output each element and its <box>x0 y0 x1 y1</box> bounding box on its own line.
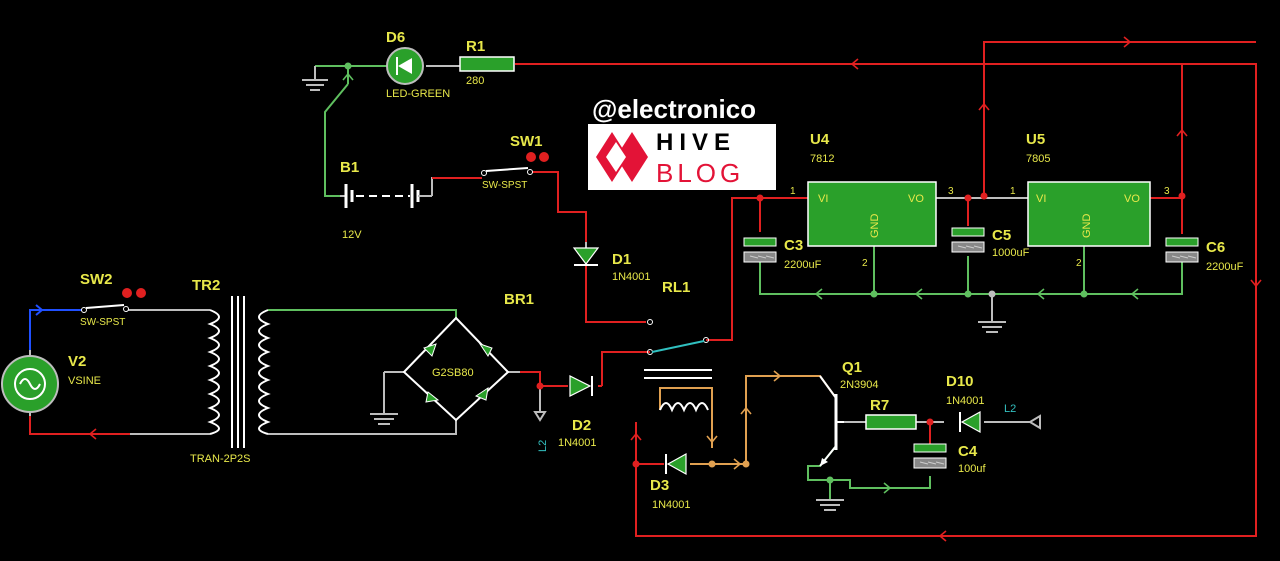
u5-pin1: 1 <box>1010 186 1016 197</box>
sw2-up-icon <box>136 288 146 298</box>
capacitor-c6[interactable] <box>1165 237 1199 263</box>
b1-ref: B1 <box>340 159 359 176</box>
tr2-ref: TR2 <box>192 277 220 294</box>
switch-sw2[interactable] <box>81 288 147 313</box>
transformer-tr2[interactable] <box>207 296 271 448</box>
capacitor-c4[interactable] <box>913 443 947 469</box>
l2-left-label: L2 <box>537 440 549 452</box>
ground-symbol-bridge <box>370 413 398 425</box>
regulator-u5[interactable]: VI VO GND <box>1027 181 1151 247</box>
r1-value: 280 <box>466 75 484 87</box>
r1-ref: R1 <box>466 38 485 55</box>
watermark-handle: @electronico <box>592 94 756 124</box>
diode-d3[interactable] <box>665 452 687 476</box>
sw2-value: SW-SPST <box>80 317 125 328</box>
u5-pin3: 3 <box>1164 186 1170 197</box>
u4-gnd-label: GND <box>869 214 881 239</box>
u4-vo-label: VO <box>908 193 924 205</box>
u4-pin2: 2 <box>862 258 868 269</box>
sw1-down-icon <box>526 152 536 162</box>
watermark-line1: HIVE <box>656 129 736 156</box>
current-arrows <box>35 36 1262 542</box>
rl1-ref: RL1 <box>662 279 690 296</box>
l2-right-label: L2 <box>1004 403 1016 415</box>
u4-vi-label: VI <box>818 193 828 205</box>
diode-d1[interactable] <box>572 242 600 266</box>
sw2-down-icon <box>122 288 132 298</box>
v2-value: VSINE <box>68 375 101 387</box>
q1-value: 2N3904 <box>840 379 879 391</box>
u5-value: 7805 <box>1026 153 1050 165</box>
diode-d10[interactable] <box>959 410 981 434</box>
b1-value: 12V <box>342 229 362 241</box>
hive-logo-icon <box>596 132 648 182</box>
c3-ref: C3 <box>784 237 803 254</box>
c5-value: 1000uF <box>992 247 1030 259</box>
capacitor-c3[interactable] <box>743 237 777 263</box>
v2-ref: V2 <box>68 353 86 370</box>
resistor-r7[interactable] <box>865 414 917 430</box>
u5-gnd-label: GND <box>1081 214 1093 239</box>
relay-rl1[interactable] <box>644 319 712 413</box>
q1-ref: Q1 <box>842 359 862 376</box>
c6-ref: C6 <box>1206 239 1225 256</box>
c6-value: 2200uF <box>1206 261 1244 273</box>
regulator-u4[interactable]: VI VO GND <box>807 181 937 247</box>
led-d6[interactable] <box>386 47 424 85</box>
d6-value: LED-GREEN <box>386 88 450 100</box>
battery-b1[interactable] <box>340 184 432 208</box>
br1-value: G2SB80 <box>432 367 474 379</box>
d10-ref: D10 <box>946 373 974 390</box>
sine-wave-icon <box>19 378 41 390</box>
d3-value: 1N4001 <box>652 499 691 511</box>
c5-ref: C5 <box>992 227 1011 244</box>
capacitor-c5[interactable] <box>951 227 985 253</box>
u4-pin3: 3 <box>948 186 954 197</box>
source-v2[interactable] <box>1 350 59 416</box>
ground-symbol-regulators <box>978 321 1006 333</box>
diode-d2[interactable] <box>569 375 593 397</box>
d2-value: 1N4001 <box>558 437 597 449</box>
c4-value: 100uf <box>958 463 986 475</box>
u4-ref: U4 <box>810 131 830 148</box>
junction-dots <box>344 62 1186 484</box>
sw1-ref: SW1 <box>510 133 543 150</box>
switch-sw1[interactable] <box>481 152 550 176</box>
u5-vi-label: VI <box>1036 193 1046 205</box>
d10-value: 1N4001 <box>946 395 985 407</box>
d1-value: 1N4001 <box>612 271 651 283</box>
d3-ref: D3 <box>650 477 669 494</box>
u4-pin1: 1 <box>790 186 796 197</box>
sw2-ref: SW2 <box>80 271 113 288</box>
tr2-value: TRAN-2P2S <box>190 453 251 465</box>
ground-symbol-top <box>302 66 328 91</box>
sw1-value: SW-SPST <box>482 180 527 191</box>
hive-blog-watermark: HIVE BLOG <box>588 124 776 190</box>
sw1-up-icon <box>539 152 549 162</box>
c4-ref: C4 <box>958 443 978 460</box>
u5-ref: U5 <box>1026 131 1045 148</box>
d1-ref: D1 <box>612 251 631 268</box>
d6-ref: D6 <box>386 29 405 46</box>
resistor-r1[interactable] <box>459 56 515 72</box>
d2-ref: D2 <box>572 417 591 434</box>
ground-symbol-q1 <box>816 499 844 511</box>
bridge-rectifier-br1[interactable] <box>402 316 510 422</box>
c3-value: 2200uF <box>784 259 822 271</box>
br1-ref: BR1 <box>504 291 534 308</box>
transistor-q1[interactable] <box>819 375 844 467</box>
u5-vo-label: VO <box>1124 193 1140 205</box>
net-label-l2-left <box>533 411 547 422</box>
u4-value: 7812 <box>810 153 834 165</box>
net-label-l2-right <box>1028 414 1041 430</box>
u5-pin2: 2 <box>1076 258 1082 269</box>
watermark-line2: BLOG <box>656 158 744 188</box>
r7-ref: R7 <box>870 397 889 414</box>
